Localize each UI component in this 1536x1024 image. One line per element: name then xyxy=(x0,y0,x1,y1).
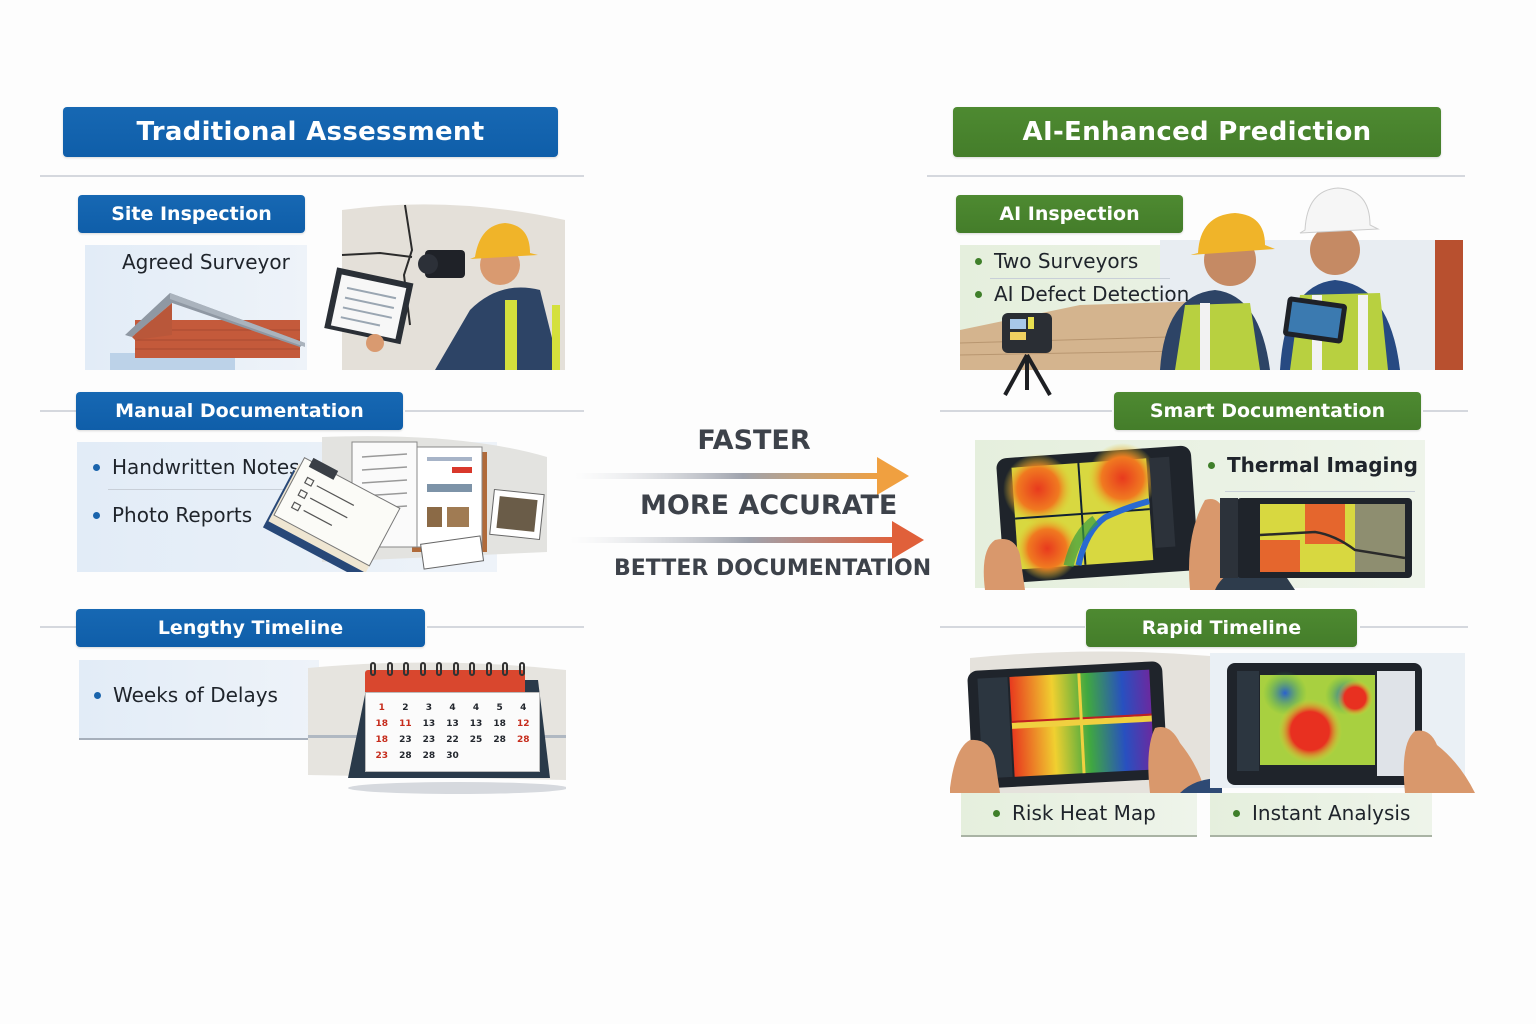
rapid-timeline-label: Rapid Timeline xyxy=(1086,609,1357,647)
ai-title: AI-Enhanced Prediction xyxy=(1022,117,1372,147)
risk-heat-map-item: Risk Heat Map xyxy=(993,801,1156,825)
manual-documentation-label: Manual Documentation xyxy=(76,392,403,430)
bullet-icon xyxy=(1208,461,1215,469)
traditional-title: Traditional Assessment xyxy=(136,117,485,147)
ai-enhanced-prediction-header: AI-Enhanced Prediction xyxy=(953,107,1441,157)
divider xyxy=(40,410,76,412)
bullet-icon xyxy=(1233,809,1240,817)
lengthy-timeline-panel xyxy=(79,660,319,740)
instant-analysis-panel xyxy=(1210,793,1432,837)
traditional-assessment-header: Traditional Assessment xyxy=(63,107,558,157)
benefit-better-documentation: BETTER DOCUMENTATION xyxy=(614,556,932,581)
house-illustration xyxy=(110,293,305,370)
divider xyxy=(927,175,1465,177)
calendar-illustration: 1 2 3 4 4 5 4 18 11 13 13 13 18 12 18 23… xyxy=(308,660,566,795)
bullet-icon xyxy=(93,463,100,471)
arrow-right-icon xyxy=(570,521,924,559)
benefit-faster: FASTER xyxy=(697,425,811,456)
calendar-grid: 1 2 3 4 4 5 4 18 11 13 13 13 18 12 18 23… xyxy=(365,692,540,772)
inspector-illustration xyxy=(324,204,565,370)
documents-illustration xyxy=(262,436,547,572)
benefit-more-accurate: MORE ACCURATE xyxy=(640,490,898,521)
item-separator xyxy=(108,489,308,490)
instant-analysis-item: Instant Analysis xyxy=(1233,801,1410,825)
site-inspection-label: Site Inspection xyxy=(78,195,305,233)
ai-inspection-label: AI Inspection xyxy=(956,195,1183,233)
item-separator xyxy=(990,278,1170,279)
risk-heat-map-panel xyxy=(961,793,1197,837)
handwritten-notes-item: Handwritten Notes xyxy=(93,455,300,479)
surveyors-illustration xyxy=(960,187,1463,396)
divider xyxy=(940,410,1112,412)
bullet-icon xyxy=(975,290,982,298)
arrow-right-icon xyxy=(575,457,909,495)
divider xyxy=(427,626,584,628)
divider xyxy=(1423,410,1468,412)
photo-reports-item: Photo Reports xyxy=(93,503,252,527)
divider xyxy=(940,626,1085,628)
risk-heat-map-illustration xyxy=(950,651,1222,793)
item-separator xyxy=(1225,491,1415,492)
divider xyxy=(405,410,584,412)
calendar-rings xyxy=(370,662,525,676)
thermal-imaging-item: Thermal Imaging xyxy=(1208,453,1418,477)
bullet-icon xyxy=(993,809,1000,817)
instant-analysis-illustration xyxy=(1210,653,1475,793)
bullet-icon xyxy=(94,691,101,699)
two-surveyors-item: Two Surveyors xyxy=(975,249,1138,273)
divider xyxy=(1360,626,1468,628)
bullet-icon xyxy=(93,511,100,519)
agreed-surveyor-text: Agreed Surveyor xyxy=(122,250,290,274)
divider xyxy=(40,626,76,628)
bullet-icon xyxy=(975,257,982,265)
weeks-of-delays-item: Weeks of Delays xyxy=(94,683,278,707)
thermal-tablets-illustration xyxy=(983,442,1412,590)
divider xyxy=(40,175,584,177)
smart-documentation-label: Smart Documentation xyxy=(1114,392,1421,430)
ai-defect-detection-item: AI Defect Detection xyxy=(975,282,1189,306)
lengthy-timeline-label: Lengthy Timeline xyxy=(76,609,425,647)
